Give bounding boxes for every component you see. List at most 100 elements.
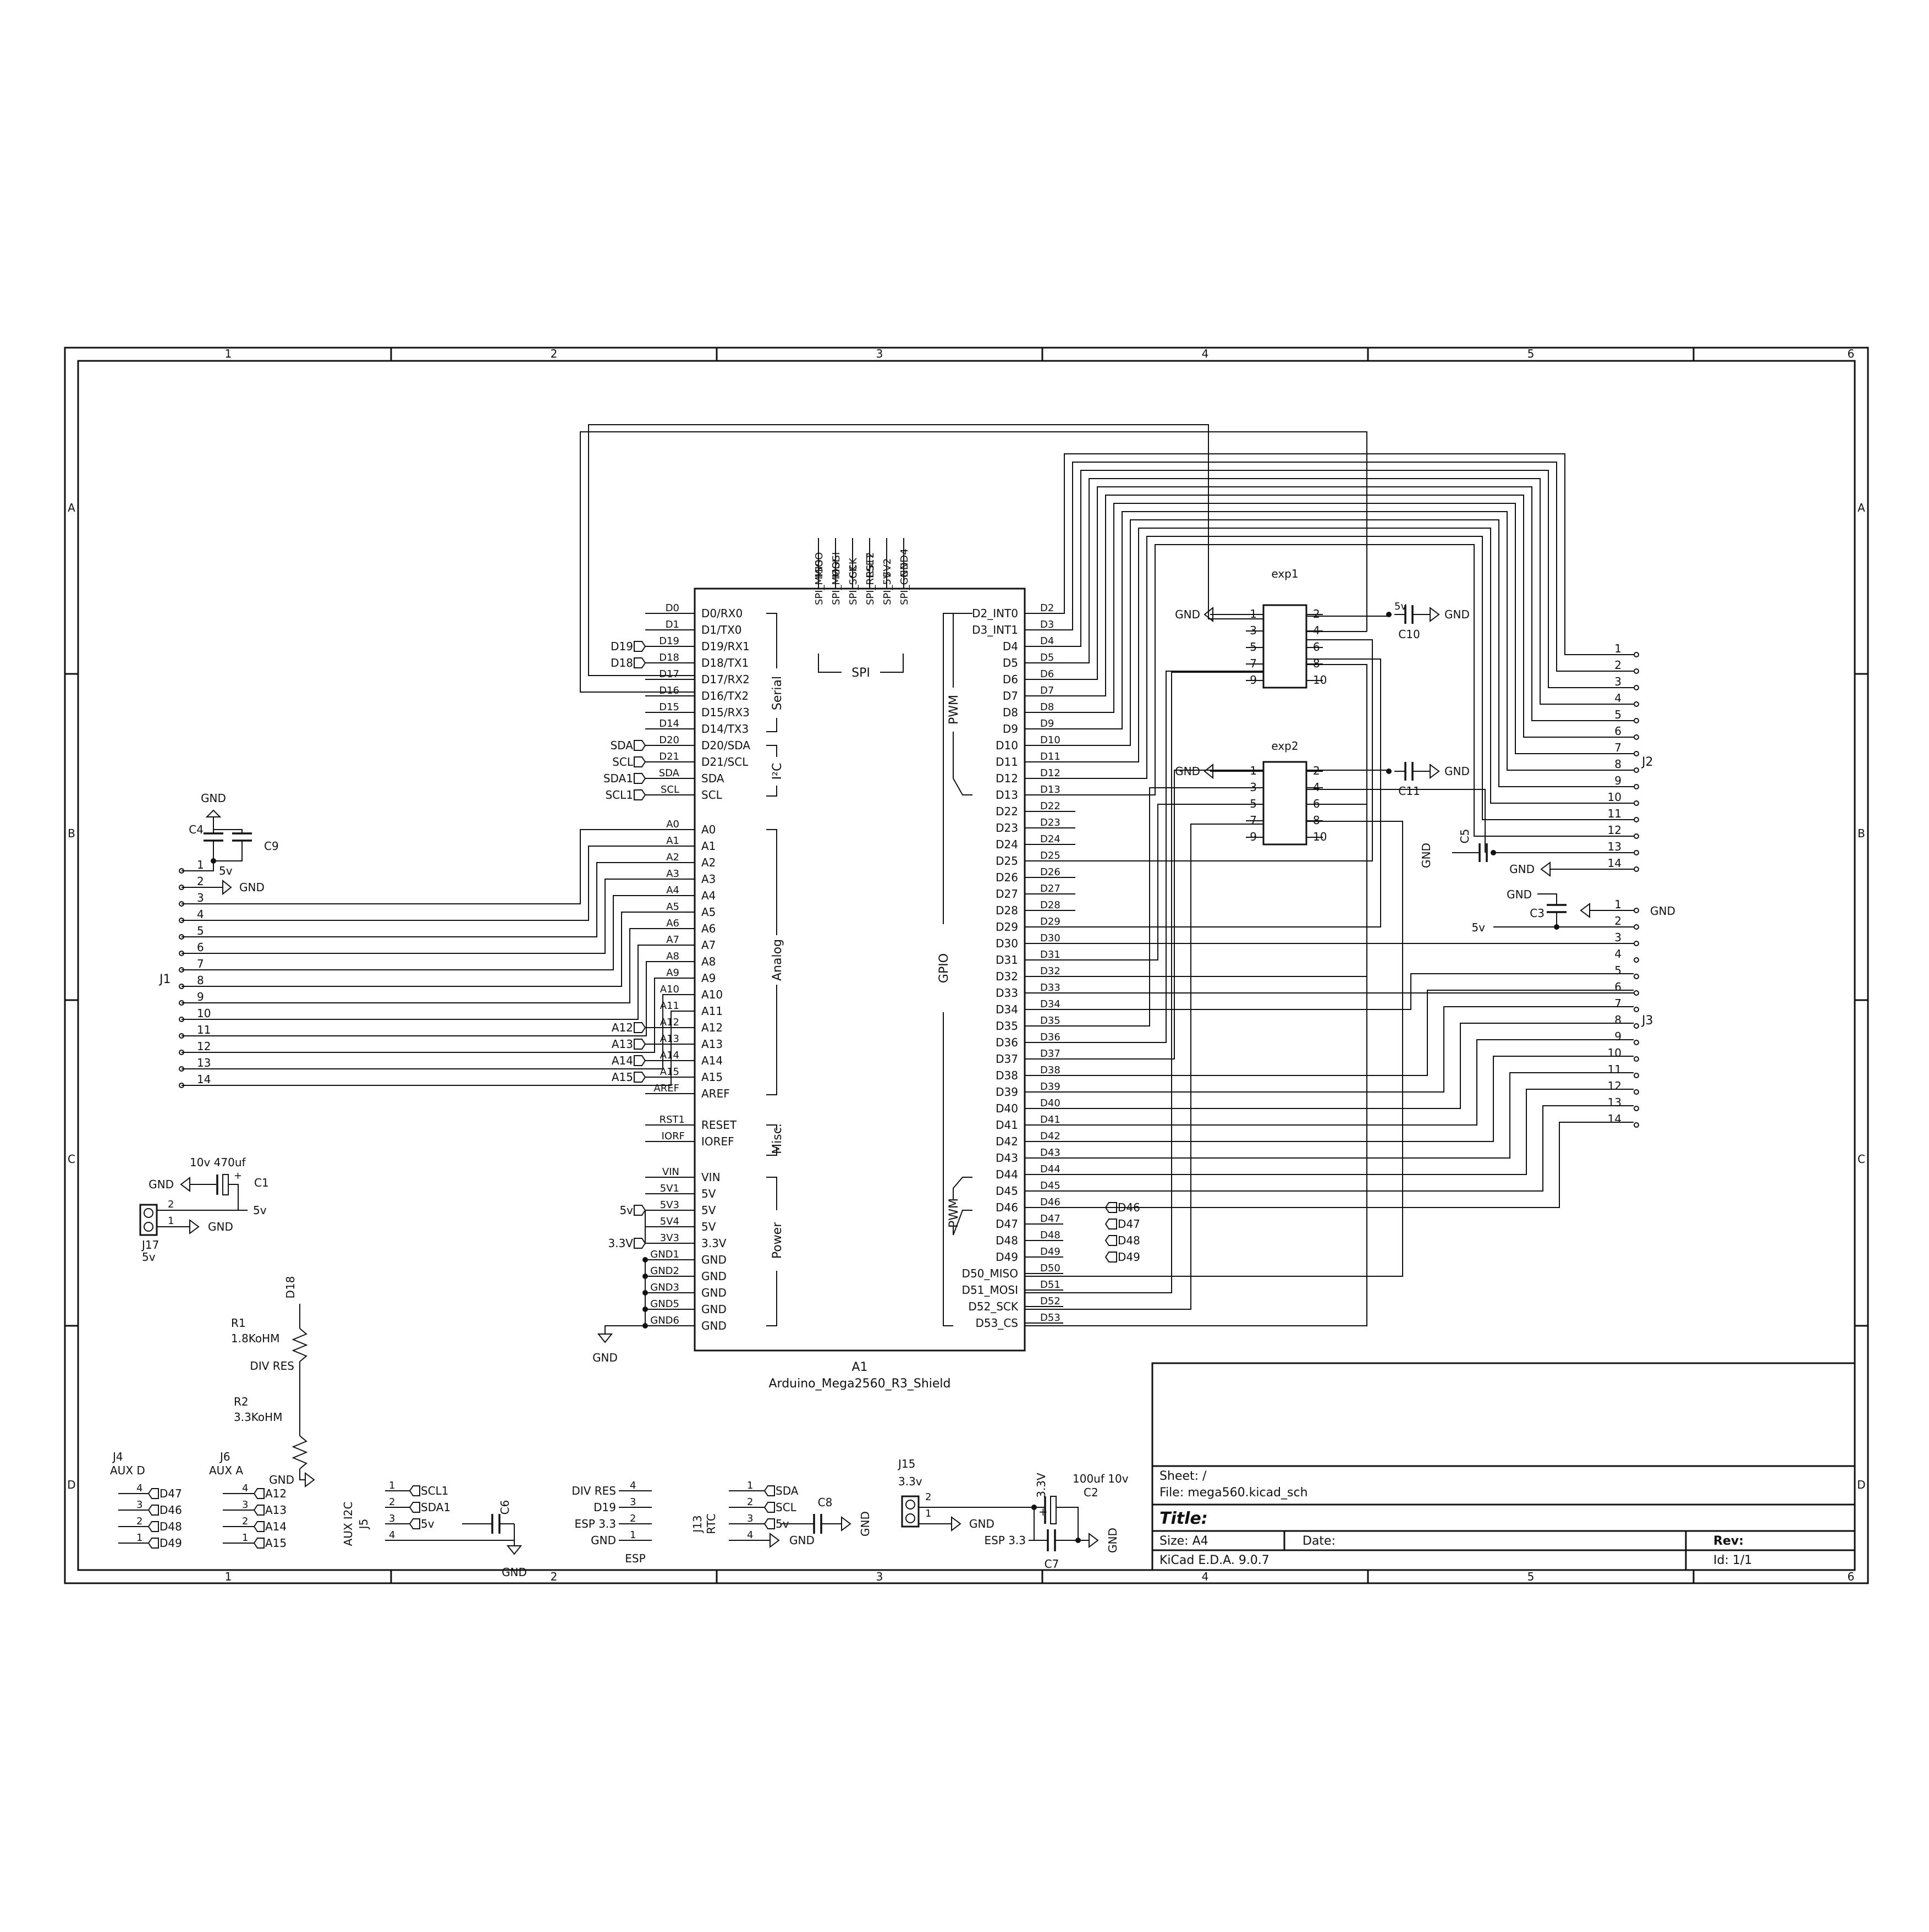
j5-pin-4: 4: [389, 1529, 395, 1541]
j2-pin-end-7: [1634, 751, 1639, 756]
net-right-D36: D36: [1040, 1031, 1060, 1043]
j17-pin1: 1: [168, 1215, 174, 1227]
pin-right-D52_SCK: D52_SCK: [968, 1300, 1019, 1313]
j13-gnd2: GND: [859, 1511, 872, 1536]
net-left-power-8: GND5: [650, 1298, 679, 1310]
pin-left-D1/TX0: D1/TX0: [701, 623, 742, 636]
net-left-power-9: GND6: [650, 1315, 679, 1326]
j4-net-1: D46: [160, 1503, 182, 1517]
j6-ref: J6: [219, 1450, 230, 1463]
net-left-AREF: AREF: [653, 1083, 679, 1094]
frame-row-left-D: D: [67, 1478, 75, 1491]
pin-right-D24: D24: [996, 838, 1018, 851]
net-right-D8: D8: [1040, 701, 1054, 713]
c4-ref: C4: [189, 823, 204, 836]
j5-net-1: SDA1: [421, 1501, 450, 1514]
pin-left-power-0: VIN: [701, 1171, 721, 1184]
exp2-ref: exp2: [1271, 739, 1298, 753]
group-power: Power: [771, 1222, 784, 1259]
c1-j17-group: 10v 470uf C1 + GND 5v GND 2 1 J17 5v: [139, 1156, 269, 1264]
j13-net-1-flag: [763, 1502, 775, 1513]
pin-left-power-5: GND: [701, 1253, 727, 1266]
r1-value: 1.8KoHM: [231, 1332, 279, 1345]
esp-net-0: DIV RES: [571, 1484, 616, 1497]
j3-pin-end-13: [1634, 1106, 1639, 1111]
net-right-D28: D28: [1040, 899, 1060, 911]
exp1-cap-ref: C10: [1398, 628, 1420, 641]
j5-net-0: SCL1: [421, 1484, 449, 1497]
j15-group: J15 3.3v 2 1 GND 3.3V + C2 100uf 10v ESP…: [897, 1457, 1129, 1571]
flag-sda1: SDA1: [603, 772, 633, 785]
j2-pin-end-13: [1634, 850, 1639, 855]
pin-left-A8: A8: [701, 955, 716, 968]
net-right-D34: D34: [1040, 998, 1060, 1010]
divider-gnd: GND: [269, 1473, 294, 1486]
pin-right-D42: D42: [996, 1135, 1018, 1148]
j4-net-1-flag: [147, 1505, 159, 1516]
j5-net-0-flag: [409, 1485, 420, 1496]
pin-left-power-9: GND: [701, 1319, 727, 1332]
group-spi: SPI: [851, 666, 870, 680]
exp2-gnd-label: GND: [1175, 765, 1200, 778]
net-right-D30: D30: [1040, 932, 1060, 944]
frame-col-bottom-2: 2: [551, 1570, 558, 1583]
j13-net-0-flag: [763, 1485, 775, 1496]
pin-right-D35: D35: [996, 1019, 1018, 1033]
flag-d47-flag: [1104, 1219, 1117, 1230]
j6-net-3: A15: [265, 1536, 287, 1550]
j6-pin-3: 3: [242, 1499, 248, 1511]
j3-pin-6: 6: [1614, 980, 1622, 994]
net-left-A15: A15: [660, 1066, 679, 1078]
j3-pin-end-4: [1634, 957, 1639, 963]
j2-pin-12: 12: [1608, 824, 1622, 837]
pin-right-D31: D31: [996, 953, 1018, 967]
net-wires: [182, 424, 1634, 1326]
sheet-frame: [64, 347, 1869, 1584]
pin-left-A15: A15: [701, 1071, 723, 1084]
j15-net33: 3.3V: [1035, 1473, 1048, 1498]
j4-value: AUX D: [110, 1464, 145, 1477]
group-pwm2: PWM: [947, 1198, 961, 1228]
exp1-ref: exp1: [1271, 567, 1298, 580]
j3-pin-3: 3: [1614, 931, 1622, 944]
j3-pin-8: 8: [1614, 1013, 1622, 1027]
j13-net-0: SDA: [776, 1484, 799, 1497]
net-right-D46: D46: [1040, 1196, 1060, 1208]
pin-right-D43: D43: [996, 1151, 1018, 1165]
j5-cap: C6: [498, 1500, 512, 1515]
exp2-connector: exp2 GND GND C11: [1175, 739, 1470, 846]
pin-right-D45: D45: [996, 1184, 1018, 1198]
exp2-cap-ref: C11: [1398, 784, 1420, 798]
j3-pin-12: 12: [1608, 1079, 1622, 1093]
c1-5v: 5v: [253, 1204, 267, 1217]
title-block: Sheet: / File: mega560.kicad_sch Title: …: [1151, 1362, 1856, 1571]
spi-net-SPI_RESET: RST2: [865, 552, 876, 578]
j2-pin-5: 5: [1614, 708, 1622, 721]
title-title: Title:: [1159, 1509, 1208, 1528]
net-left-A1: A1: [666, 835, 679, 847]
net-left-power-0: VIN: [662, 1166, 679, 1178]
pin-left-A11: A11: [701, 1005, 723, 1018]
left-net-flags: D19D18SDASCLSDA1SCL1A12A13A14A155v3.3VD4…: [603, 640, 1140, 1264]
flag-sda1-flag: [634, 773, 646, 784]
j1-pin-end-7: [179, 967, 184, 973]
net-left-D20/SDA: D20: [659, 734, 679, 746]
spi-net-SPI_MISO: MISO: [814, 552, 825, 578]
j6-pin-4: 4: [242, 1483, 248, 1494]
j1-pin-end-10: [179, 1017, 184, 1022]
j2-gnd14: GND: [1509, 863, 1535, 876]
flag-d49: D49: [1118, 1250, 1140, 1264]
pin-right-D22: D22: [996, 805, 1018, 818]
j1-pin-7: 7: [197, 957, 204, 970]
arduino-value: Arduino_Mega2560_R3_Shield: [769, 1377, 951, 1391]
j1-pin-8: 8: [197, 974, 204, 987]
frame-row-right-B: B: [1857, 827, 1865, 840]
frame-col-top-1: 1: [225, 347, 232, 360]
pin-left-power-3: 5V: [701, 1220, 716, 1233]
j2-pin-2: 2: [1614, 658, 1622, 672]
pin-left-power-4: 3.3V: [701, 1237, 727, 1250]
